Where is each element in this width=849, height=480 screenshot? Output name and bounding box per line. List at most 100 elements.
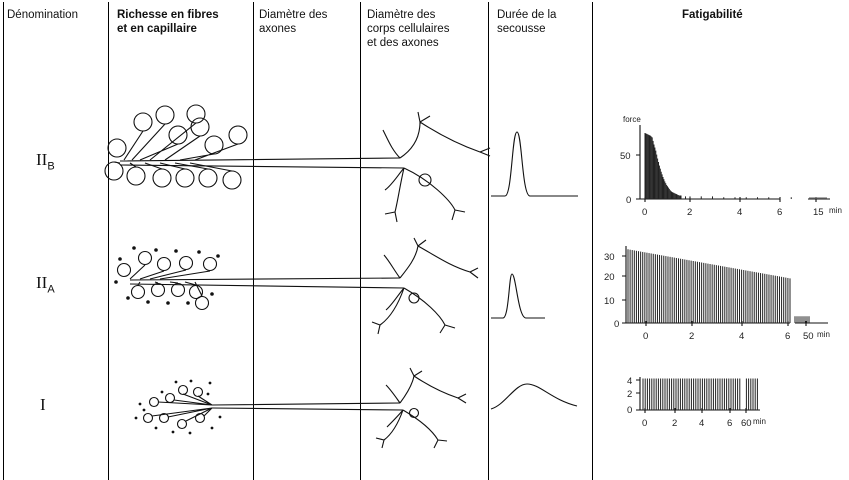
chart-1-ytick: 0 (627, 405, 632, 416)
header-diametre-axones-line2: axones (259, 23, 297, 35)
muscle-fibre-circle (156, 256, 172, 272)
twitch-curve-2a (491, 273, 545, 319)
chart-1-xunit: min (753, 417, 766, 426)
header-diametre-axones-line1: Diamètre des (259, 9, 328, 21)
header-diametre-corps-line1: Diamètre des (367, 9, 436, 21)
chart-2a-xtick: 0 (643, 331, 648, 342)
muscle-fibre-circle (178, 255, 194, 271)
chart-2a-xtick: 4 (739, 331, 744, 342)
chart-2b-xtick: 15 (813, 207, 824, 218)
capillary-dots-2a (114, 246, 220, 305)
neuron-2b (382, 111, 491, 223)
header-fatigabilite: Fatigabilité (682, 9, 743, 21)
muscle-fibre-circle (228, 125, 248, 145)
muscle-fibre-circle (130, 284, 146, 300)
muscle-fibre-circle (155, 105, 175, 125)
column-divider (253, 2, 254, 480)
muscle-fibre-circle (177, 384, 189, 396)
header-diametre-corps-line2: corps cellulaires (367, 23, 450, 35)
header-richesse-line1: Richesse en fibres (117, 9, 219, 21)
muscle-fibre-circle (194, 412, 206, 424)
chart-2b-xunit: min (829, 206, 842, 215)
muscle-fibre-circle (137, 250, 153, 266)
neuron-2a (371, 237, 479, 335)
muscle-fibre-circle (198, 168, 218, 188)
chart-2b-xtick: 4 (737, 207, 742, 218)
muscle-fibre-circle (148, 396, 160, 408)
header-richesse: Richesse en fibres et en capillaire (117, 8, 219, 36)
motor-unit-2b-fibres (104, 104, 248, 190)
muscle-fibre-circle (192, 386, 204, 398)
header-richesse-line2: et en capillaire (117, 23, 197, 35)
chart-2a-ytick: 30 (604, 252, 615, 263)
row-label-numeral: I (40, 395, 46, 414)
chart-2a-xtick: 2 (689, 331, 694, 342)
column-divider (592, 2, 593, 480)
row-label-subscript: A (47, 283, 55, 296)
row-label-numeral: II (36, 150, 48, 169)
row-label-subscript: B (47, 160, 55, 173)
header-duree: Durée de la secousse (497, 8, 556, 36)
chart-2b-ylabel: force (623, 115, 641, 124)
chart-1-ytick: 4 (627, 376, 632, 387)
chart-1-xtick: 60 (741, 418, 752, 429)
chart-1-xtick: 2 (672, 418, 677, 429)
chart-2a-ytick: 10 (604, 296, 615, 307)
row-label-numeral: II (36, 273, 48, 292)
muscle-fibre-circle (175, 168, 195, 188)
chart-1-xtick: 0 (642, 418, 647, 429)
fatigue-chart-2b-axes (636, 125, 830, 202)
chart-2a-ytick: 20 (604, 272, 615, 283)
nucleus (408, 407, 420, 419)
twitch-curve-1 (490, 383, 578, 410)
axon-2b (119, 157, 405, 169)
fatigue-chart-1-bars (642, 378, 758, 410)
chart-1-xtick: 6 (727, 418, 732, 429)
chart-2a-ytick: 0 (614, 319, 619, 330)
fatigue-chart-2a-bars (627, 249, 810, 323)
muscle-fibre-circle (126, 166, 146, 186)
nucleus (418, 173, 432, 187)
motor-unit-2a-fibres (116, 250, 218, 311)
header-diametre-axones: Diamètre des axones (259, 8, 327, 36)
chart-2b-xtick: 6 (777, 207, 782, 218)
column-divider (360, 2, 361, 480)
header-duree-line2: secousse (497, 23, 546, 35)
chart-1-ytick: 2 (627, 389, 632, 400)
chart-2a-xtick: 6 (785, 331, 790, 342)
chart-2b-ytick: 50 (620, 151, 631, 162)
chart-2b-xtick: 2 (687, 207, 692, 218)
header-denomination: Dénomination (7, 9, 78, 21)
muscle-fibre-circle (170, 282, 186, 298)
muscle-fibre-circle (222, 170, 242, 190)
muscle-fibre-circle (204, 135, 224, 155)
fatigue-chart-2b-bars (644, 133, 827, 199)
muscle-fibre-circle (164, 392, 176, 404)
header-duree-line1: Durée de la (497, 9, 557, 21)
muscle-fibre-circle (107, 138, 127, 158)
muscle-fibre-circle (202, 256, 218, 272)
row-label-type-2a: IIA (36, 273, 55, 295)
muscle-fibre-circle (194, 295, 210, 311)
muscle-fibre-circle (176, 418, 188, 430)
muscle-fibre-circle (190, 117, 210, 137)
neuron-1 (375, 367, 467, 449)
chart-2b-ytick: 0 (626, 195, 631, 206)
header-diametre-corps: Diamètre des corps cellulaires et des ax… (367, 8, 449, 50)
column-border (3, 2, 4, 480)
muscle-fibre-circle (186, 104, 206, 124)
muscle-fibre-circle (116, 262, 132, 278)
muscle-fibre-circle (152, 168, 172, 188)
muscle-fibre-circle (142, 412, 154, 424)
chart-2b-xtick: 0 (642, 207, 647, 218)
muscle-fibre-circle (168, 125, 188, 145)
column-divider (108, 2, 109, 480)
nucleus (408, 292, 420, 304)
chart-2a-xtick: 50 (803, 331, 814, 342)
axon-1 (211, 402, 404, 411)
motor-unit-1-fibres (142, 384, 213, 430)
row-label-type-1: I (40, 395, 46, 415)
row-label-type-2b: IIB (36, 150, 55, 172)
muscle-fibre-circle (150, 282, 166, 298)
